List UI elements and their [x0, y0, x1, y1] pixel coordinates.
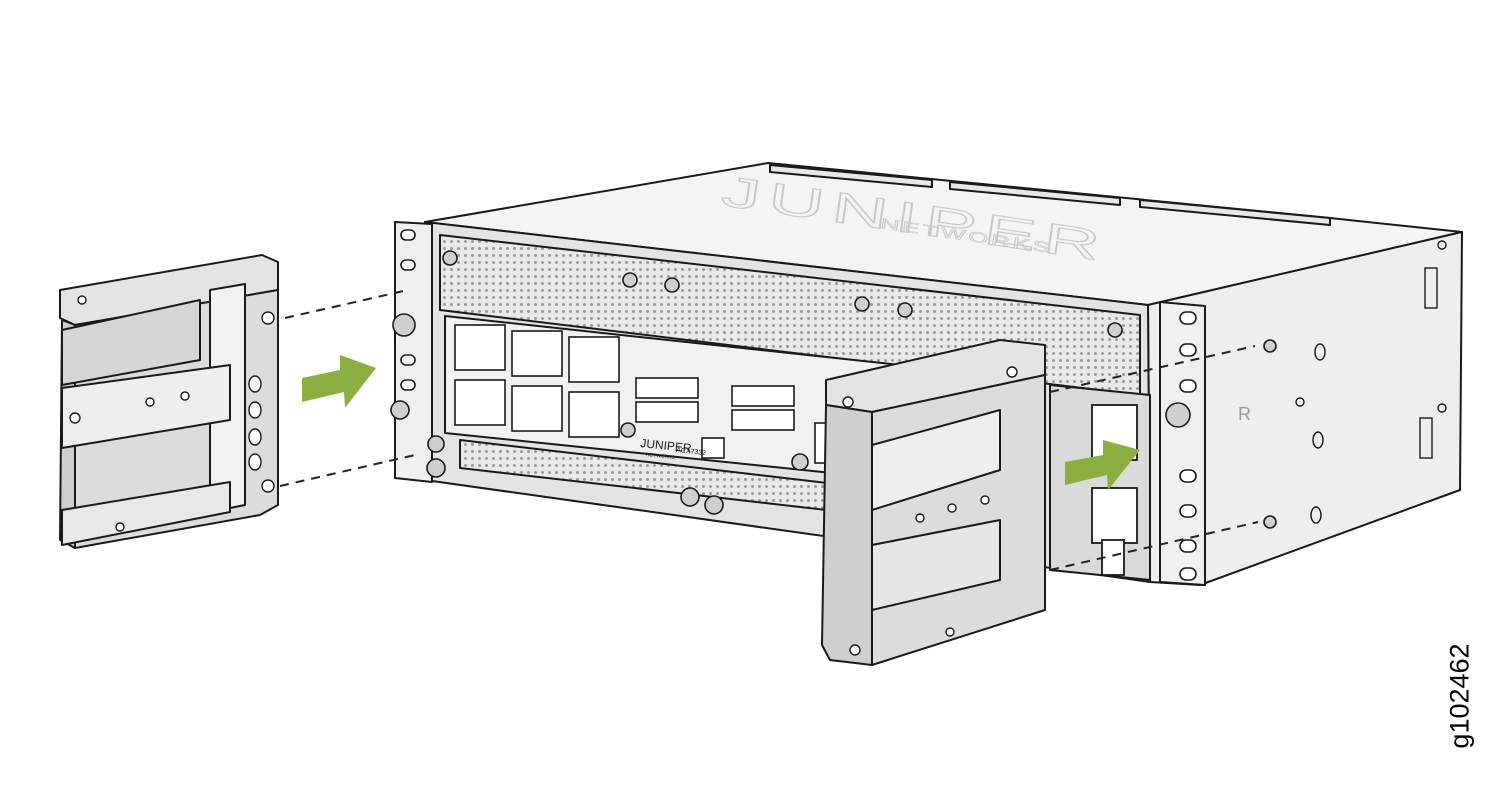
rack-ear-holes [400, 229, 1197, 581]
qsfp-port [454, 324, 506, 371]
qsfp-port [511, 330, 563, 377]
qsfp-port [511, 385, 563, 432]
right-mounting-bracket [821, 339, 1046, 666]
side-panel-letter: R [1238, 404, 1251, 424]
front-brand-subtext: NETWORKS [646, 452, 676, 461]
sfp-port [731, 385, 795, 407]
left-mounting-bracket [59, 254, 279, 549]
qsfp-port [454, 379, 506, 426]
sfp-port [635, 377, 699, 399]
mgmt-port [701, 437, 725, 459]
right-insert-arrow [1065, 440, 1140, 490]
sfp-port [731, 409, 795, 431]
insert-arrows [302, 355, 1140, 490]
chassis-screws [390, 250, 1277, 529]
side-panel-details [1295, 240, 1447, 524]
model-label: ACX7332 [676, 447, 707, 457]
front-brand-logo: JUNIPER [640, 436, 693, 455]
left-insert-arrow [302, 355, 376, 408]
qsfp-port [568, 391, 620, 438]
alignment-guides [279, 289, 1259, 571]
sfp-port [635, 401, 699, 423]
figure-id-label: g102462 [1444, 643, 1475, 749]
qsfp-port [568, 336, 620, 383]
